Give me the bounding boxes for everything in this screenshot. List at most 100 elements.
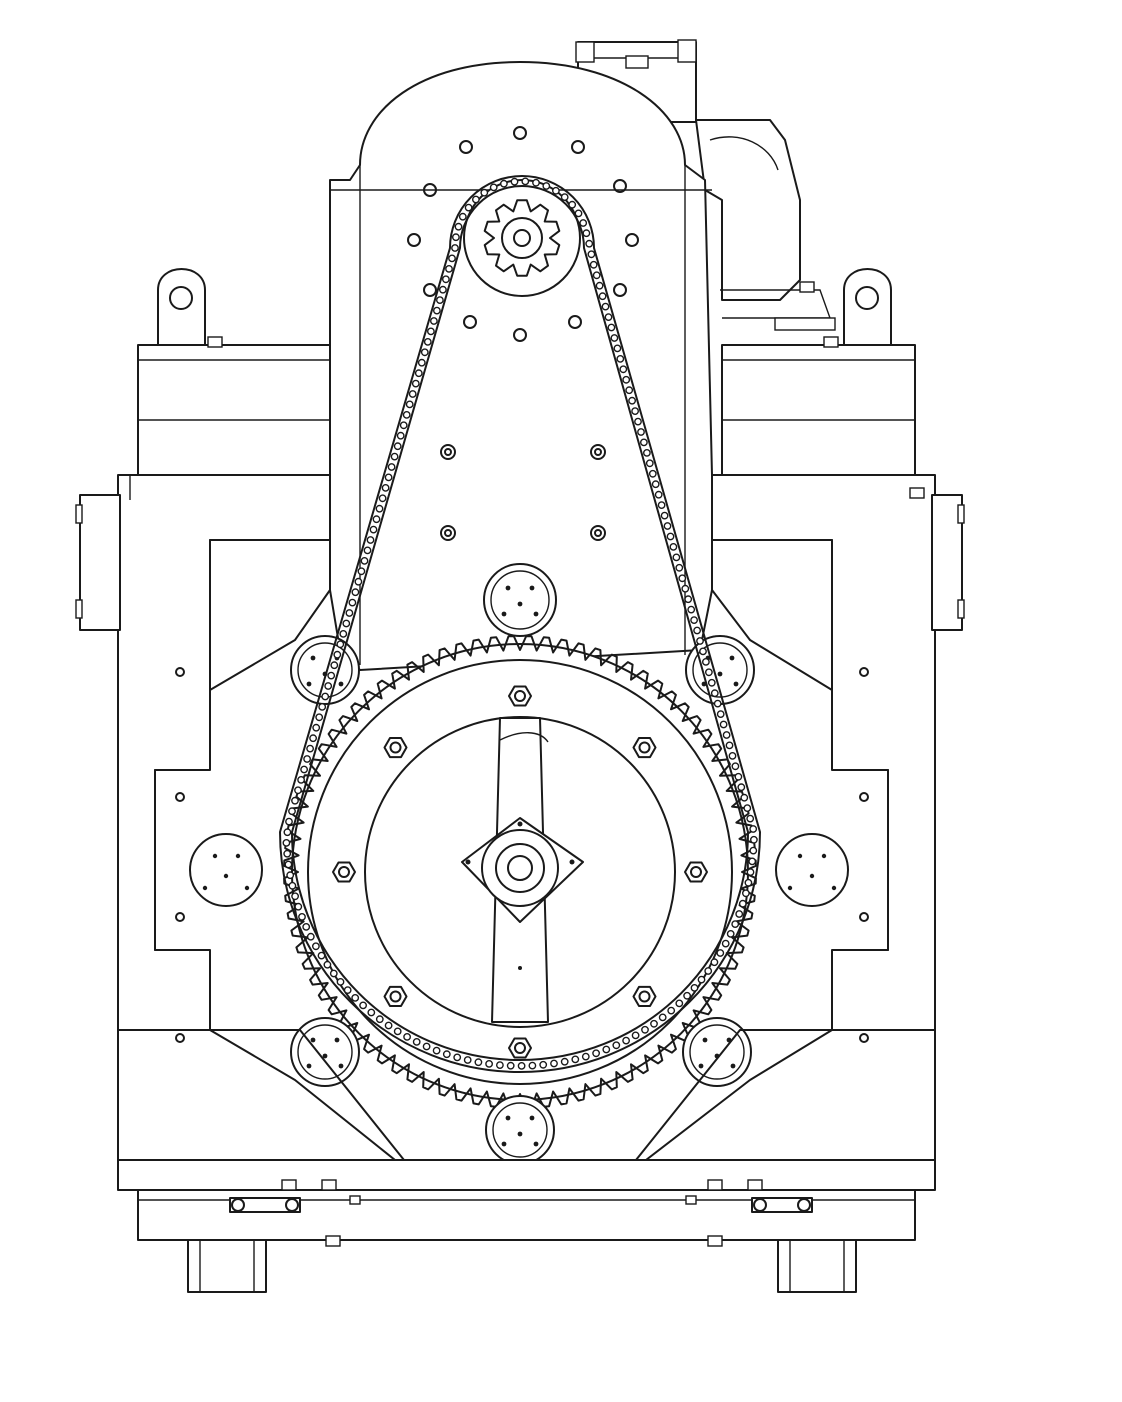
left-inspection-cover [189, 833, 263, 907]
chain-roller [684, 595, 693, 604]
chain-roller [704, 967, 713, 975]
chain-roller [506, 1061, 515, 1070]
chain-roller [744, 878, 753, 887]
chain-roller [283, 849, 292, 858]
chain-roller [663, 522, 672, 530]
chain-tower [329, 61, 713, 671]
chain-roller [707, 678, 716, 687]
chain-roller [411, 379, 420, 388]
chain-roller [375, 1015, 384, 1024]
chain-roller [441, 275, 450, 284]
chain-roller [672, 553, 681, 562]
chain-roller [592, 1049, 600, 1058]
gear-tooth-profile [283, 635, 757, 1109]
chain-roller [327, 671, 336, 680]
chain-roller [740, 793, 749, 802]
chain-roller [550, 1059, 558, 1068]
right-housing [711, 268, 965, 1031]
chain-roller [333, 650, 342, 659]
chain-roller [612, 1041, 621, 1050]
chain-roller [598, 292, 607, 301]
chain-roller [403, 1033, 411, 1041]
chain-roller [485, 1060, 493, 1068]
sprocket-tooth-profile [483, 199, 561, 277]
chain-roller [324, 682, 333, 690]
chain-roller [284, 860, 293, 869]
chain-roller [625, 386, 634, 395]
chain-roller [300, 765, 308, 774]
chain-roller [658, 1013, 667, 1022]
chain-roller [690, 984, 699, 992]
chain-roller [438, 285, 447, 294]
chain-roller [495, 1061, 504, 1070]
chain-roller [402, 410, 411, 419]
chain-roller [687, 605, 696, 614]
chain-roller [735, 910, 744, 918]
chain-roller [311, 942, 320, 951]
chain-roller [657, 501, 666, 509]
chain-roller [725, 741, 734, 750]
chain-roller [716, 949, 725, 957]
chain-roller [297, 776, 305, 784]
chain-roller [690, 616, 698, 624]
chain-roller [601, 302, 610, 311]
chain-roller [750, 835, 758, 844]
roller-chain [279, 175, 761, 1073]
chain-roller [330, 661, 339, 670]
chain-roller [366, 536, 375, 544]
chain-roller [360, 557, 369, 565]
chain-roller [489, 183, 498, 192]
chain-roller [619, 365, 628, 374]
chain-roller [384, 1021, 393, 1030]
chain-roller [582, 229, 591, 238]
chain-roller [746, 814, 755, 823]
chain-roller [610, 334, 619, 342]
main-hub [461, 817, 584, 923]
chain-roller [699, 647, 707, 656]
chain-roller [641, 1025, 649, 1034]
idler-cover [485, 1095, 555, 1165]
chain-roller [312, 723, 321, 732]
chain-roller [734, 772, 743, 781]
main-gear-teeth [283, 635, 757, 1109]
chain-roller [539, 1060, 548, 1069]
chain-roller [291, 892, 299, 901]
chain-roller [471, 195, 480, 204]
chain-roller [286, 871, 295, 880]
left-housing [75, 268, 331, 1031]
chain-roller [294, 786, 302, 795]
chain-roller [607, 323, 616, 332]
chain-roller [613, 344, 622, 353]
chain-roller [306, 744, 314, 753]
chain-roller [678, 574, 687, 583]
chain-roller [669, 543, 678, 551]
chain-roller [585, 239, 594, 248]
top-motor-assembly [575, 39, 836, 331]
chain-roller [408, 390, 417, 398]
chain-roller [683, 991, 691, 1000]
idler-cover [483, 563, 557, 637]
chain-roller [372, 515, 381, 524]
chain-roller [616, 354, 625, 363]
chain-roller [499, 179, 508, 188]
chain-roller [648, 469, 657, 478]
chain-roller [363, 546, 372, 555]
chain-roller [369, 525, 378, 534]
chain-roller [604, 313, 613, 321]
chain-roller [387, 463, 396, 471]
idler-cover [290, 1017, 360, 1087]
chain-roller [560, 1057, 569, 1066]
chain-roller [528, 1061, 537, 1070]
chain-roller [464, 203, 473, 212]
chain-roller [351, 588, 360, 597]
chain-roller [422, 1042, 431, 1051]
chain-roller [390, 452, 399, 461]
chain-roller [722, 731, 731, 739]
chain-roller [288, 881, 297, 890]
chain-roller [321, 692, 330, 701]
chain-roller [348, 598, 357, 607]
chain-roller [285, 817, 293, 826]
chain-roller [660, 511, 669, 520]
chain-roller [351, 994, 360, 1002]
chain-roller [454, 222, 463, 231]
